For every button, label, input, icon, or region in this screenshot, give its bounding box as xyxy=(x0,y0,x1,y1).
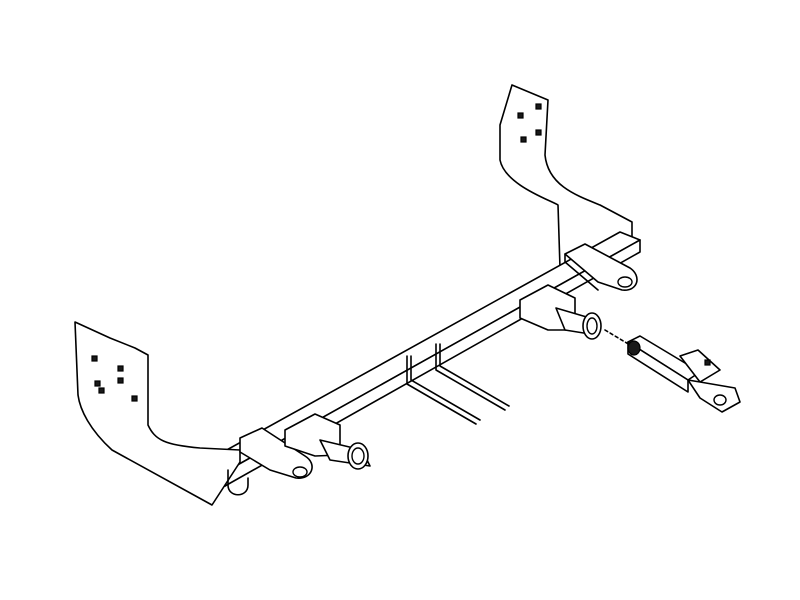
center-support-bracket xyxy=(406,343,510,425)
removable-tow-arm-pin xyxy=(604,329,741,413)
right-receiver-tube xyxy=(519,284,602,340)
right-safety-cable-tab xyxy=(564,243,638,291)
left-safety-cable-tab xyxy=(227,427,313,496)
left-receiver-tube xyxy=(284,413,371,470)
left-mounting-plate xyxy=(74,321,241,506)
